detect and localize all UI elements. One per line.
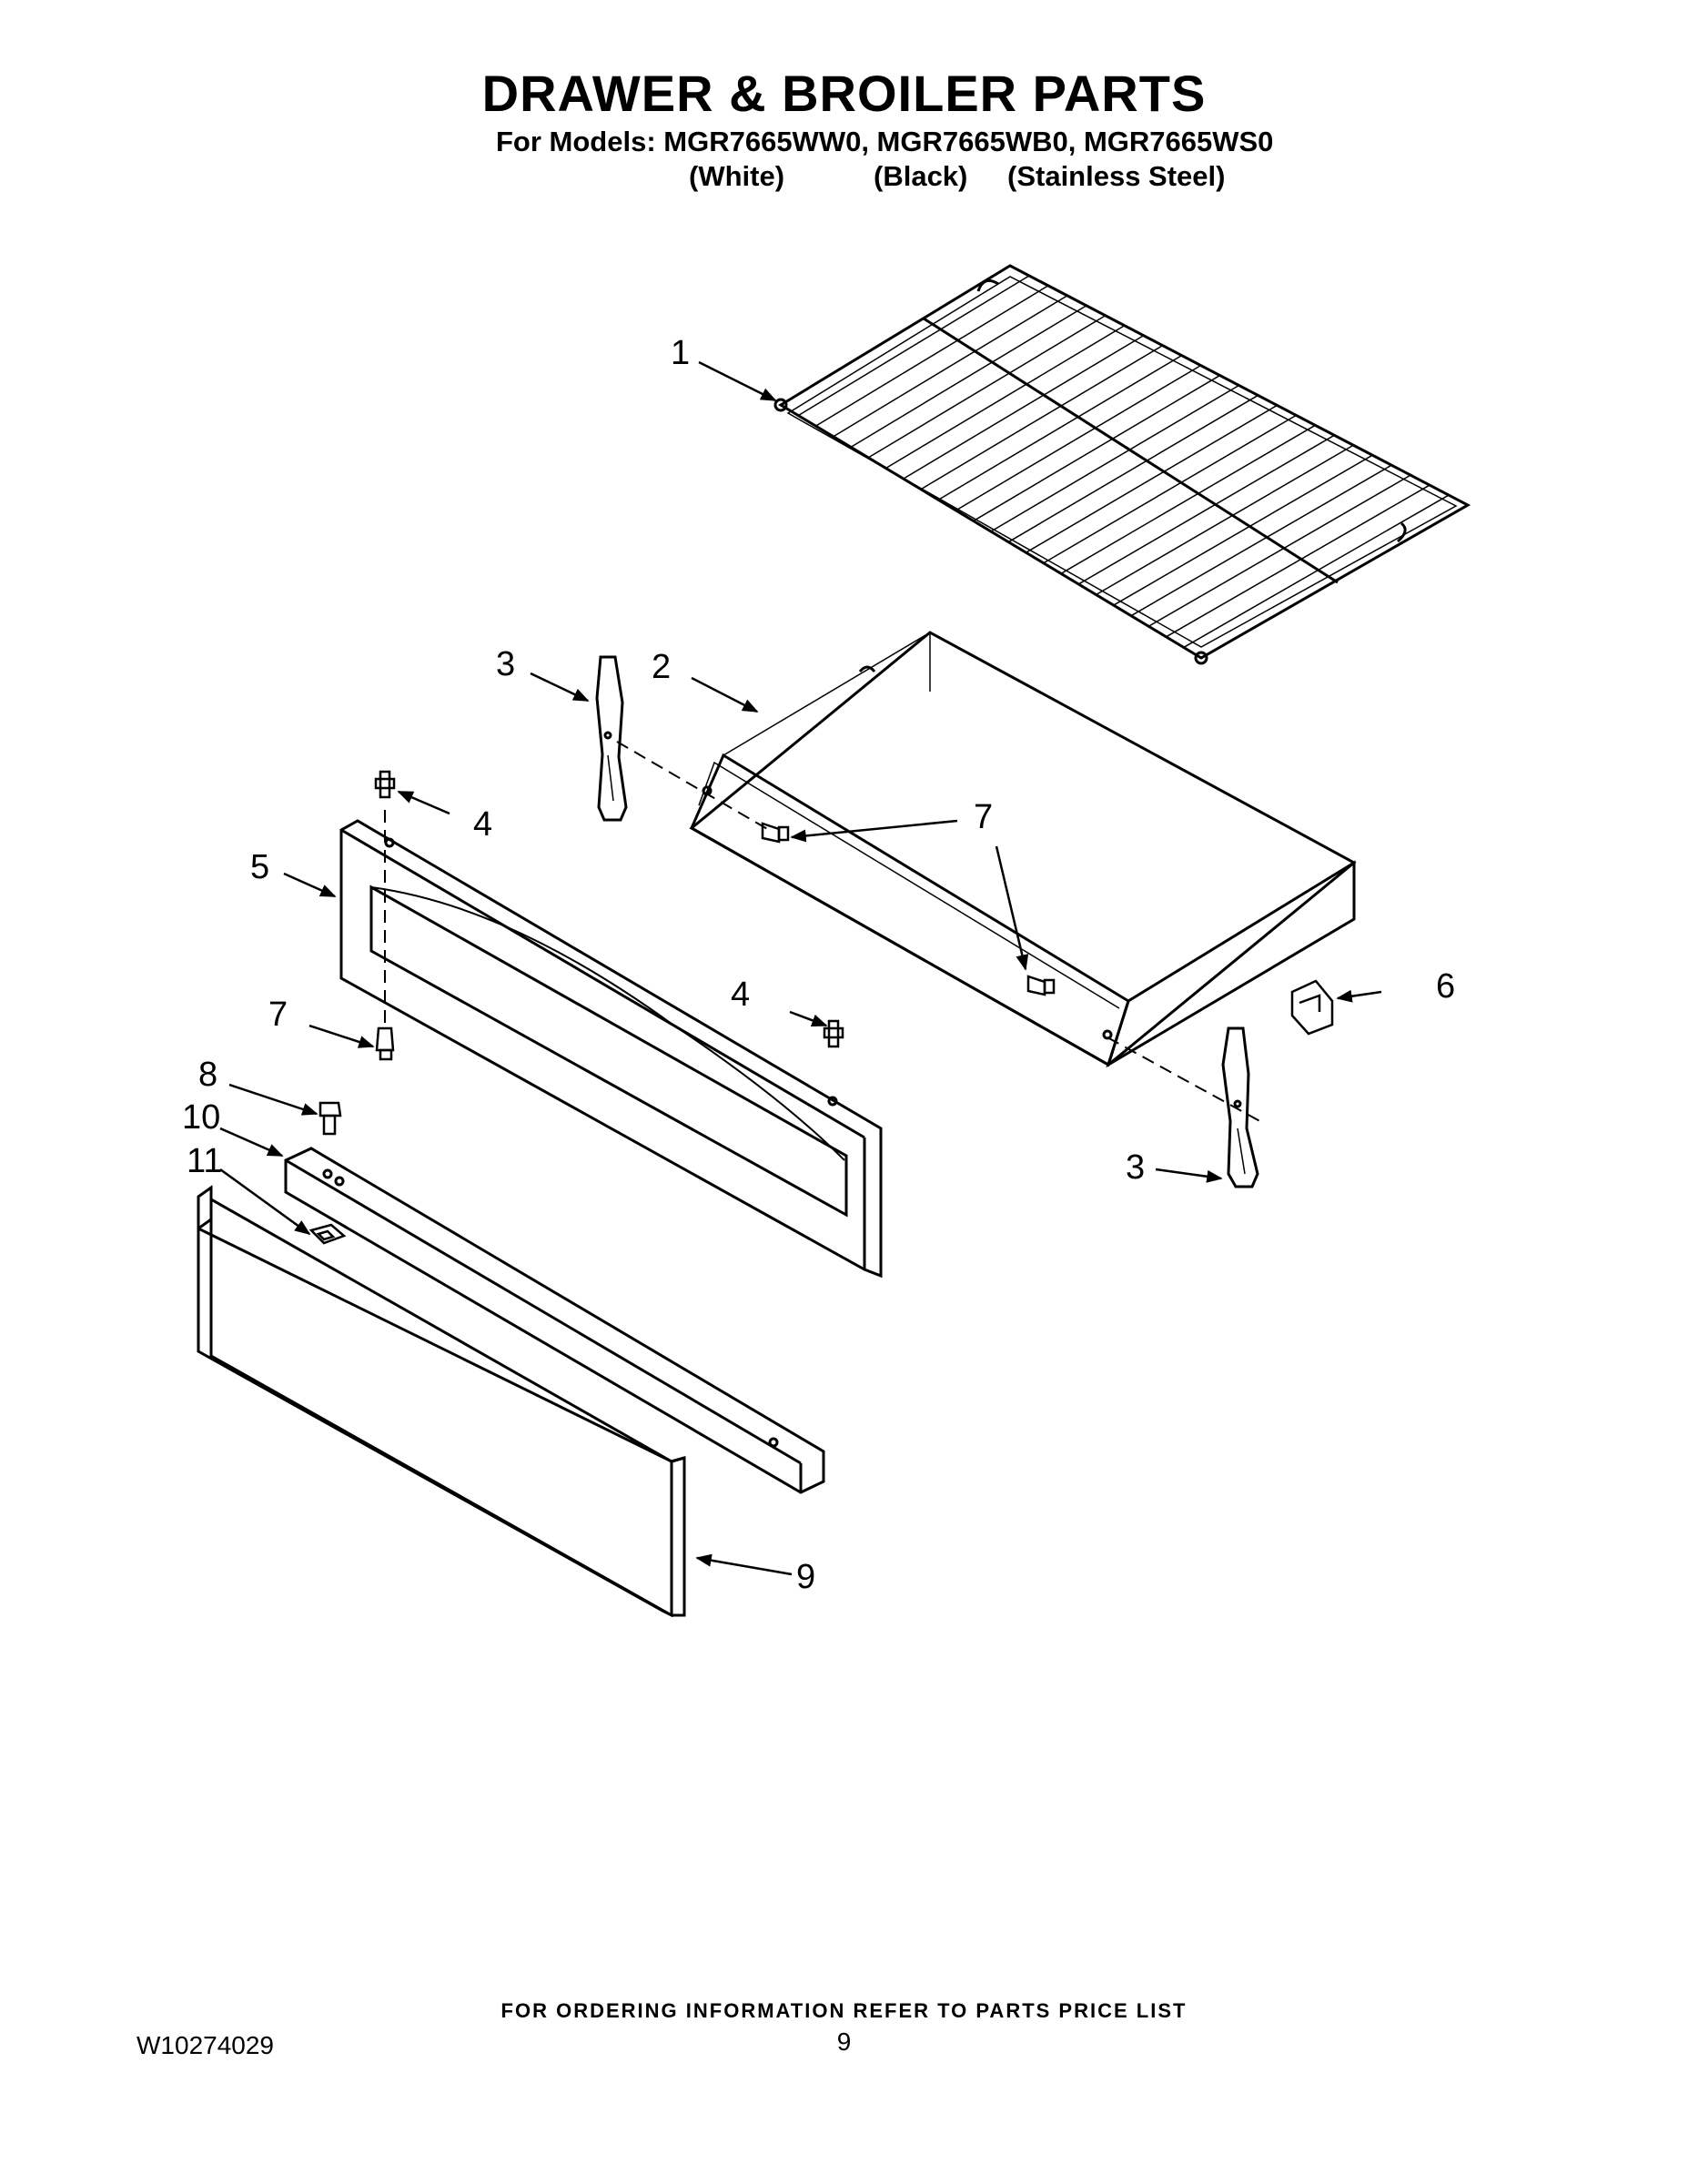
rack-wire	[1007, 394, 1258, 543]
models-line: For Models: MGR7665WW0, MGR7665WB0, MGR7…	[496, 126, 1274, 157]
rack-wire	[990, 384, 1239, 532]
callout-10: 10	[182, 1098, 220, 1137]
rack-wire	[815, 285, 1049, 427]
rack-wire	[797, 275, 1030, 417]
rack-wire	[885, 325, 1126, 470]
rack-wire	[973, 374, 1220, 522]
callout-3-right: 3	[1126, 1148, 1145, 1187]
drawer-slide-bracket-left	[595, 655, 628, 822]
ordering-note: FOR ORDERING INFORMATION REFER TO PARTS …	[500, 1999, 1188, 2022]
rack-wire	[920, 345, 1164, 490]
rack-wire	[1113, 454, 1373, 606]
trim-screw	[318, 1101, 342, 1136]
drawer-screw-7a	[761, 822, 790, 844]
callout-labels: 1 2 3 4 5 6 7 7 7 4 8 10 11 3 9	[182, 334, 1455, 1596]
callout-7-pan: 7	[974, 798, 993, 836]
broiler-pan	[689, 631, 1357, 1068]
drawer-screw-top-left	[374, 770, 396, 799]
rack-wire	[1130, 464, 1392, 617]
rack-wire	[1147, 474, 1411, 627]
callout-4-mid: 4	[731, 976, 750, 1014]
drawer-clip	[1290, 979, 1334, 1036]
variant-black: (Black)	[874, 160, 968, 192]
drawer-screw-mid	[823, 1019, 844, 1048]
page-title: DRAWER & BROILER PARTS	[481, 65, 1207, 122]
trim-clip	[308, 1223, 347, 1245]
rack-wire	[1077, 434, 1335, 585]
rack-wire	[833, 295, 1068, 438]
rack-wire	[1026, 404, 1278, 553]
variant-white: (White)	[689, 160, 785, 192]
drawer-front-panel	[339, 819, 883, 1279]
leader-lines	[219, 360, 1382, 1576]
broiler-rack	[773, 264, 1471, 665]
rack-wire	[903, 335, 1145, 480]
callout-6: 6	[1436, 967, 1455, 1006]
rack-wire	[955, 364, 1201, 511]
rack-wire	[850, 305, 1087, 448]
callout-11: 11	[187, 1142, 222, 1180]
drawer-slide-bracket-right	[1221, 1026, 1259, 1188]
callout-5: 5	[250, 848, 269, 886]
callout-4-top: 4	[473, 805, 492, 844]
drawer-screw-7b	[1026, 975, 1056, 996]
callout-2: 2	[652, 648, 671, 686]
variant-stainless: (Stainless Steel)	[1007, 160, 1226, 192]
callout-3-left: 3	[496, 645, 515, 683]
rack-wire	[937, 354, 1183, 500]
page-number: 9	[836, 2027, 852, 2056]
document-number: W10274029	[136, 2031, 275, 2059]
rack-wire	[1060, 424, 1316, 574]
rack-wire	[1166, 484, 1430, 638]
rack-wire	[1043, 414, 1297, 564]
callout-7-front: 7	[268, 996, 288, 1034]
callout-8: 8	[198, 1056, 217, 1094]
callout-1: 1	[671, 334, 690, 372]
callout-9: 9	[796, 1558, 815, 1596]
rack-wire	[1183, 494, 1450, 649]
drawer-outer-panel	[197, 1185, 686, 1618]
rack-wire	[867, 315, 1107, 459]
rack-wire	[1096, 444, 1354, 596]
drawer-screw-7c	[375, 1026, 395, 1061]
drawer-trim-bar	[284, 1147, 825, 1494]
